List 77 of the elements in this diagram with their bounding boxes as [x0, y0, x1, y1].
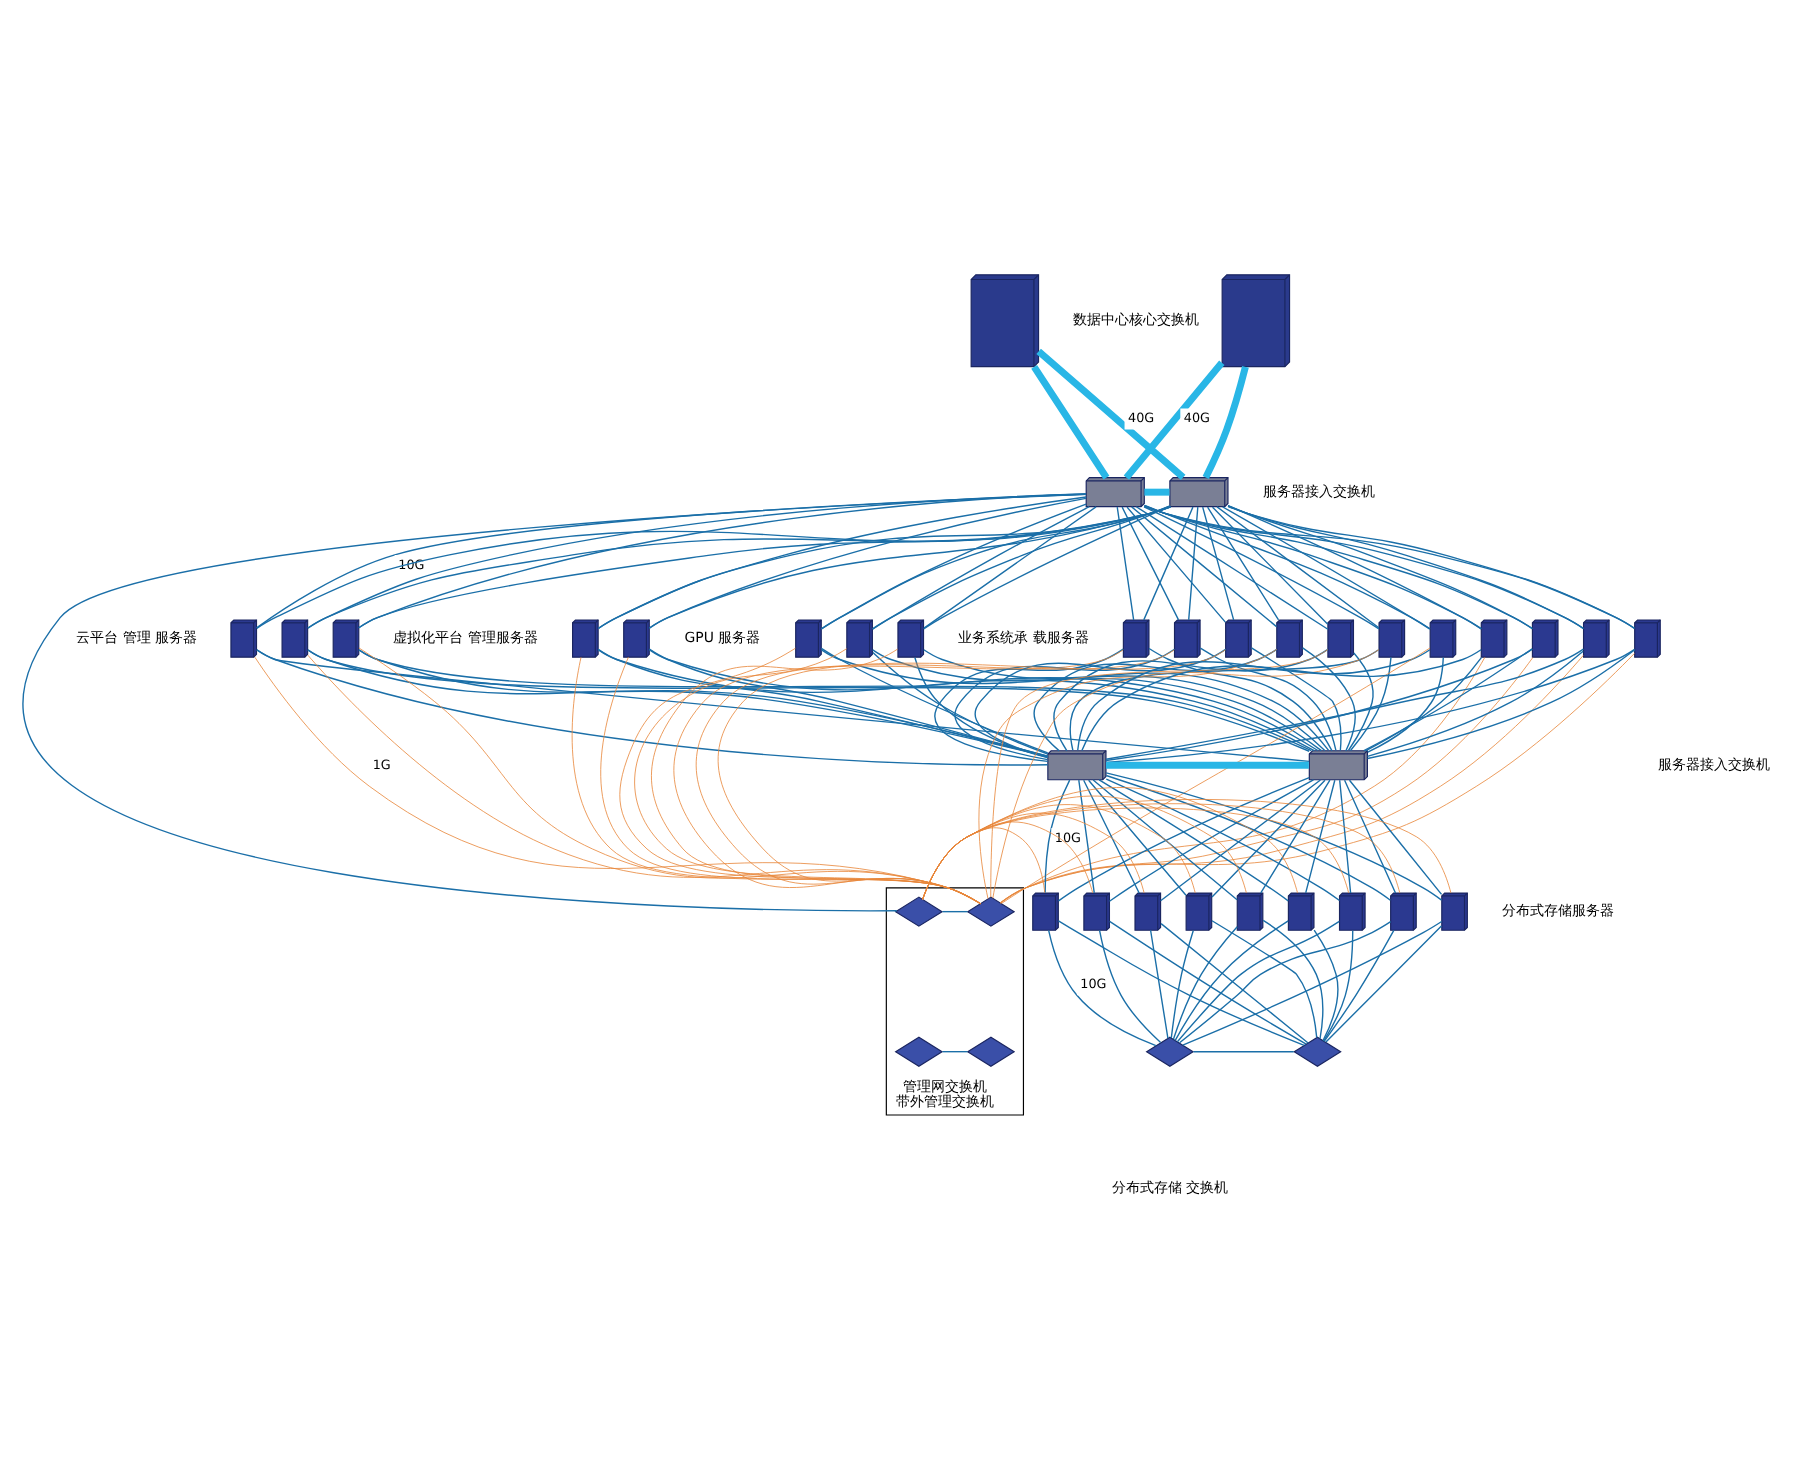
connector	[940, 909, 968, 912]
connector	[1107, 919, 1306, 1044]
connector	[1312, 928, 1338, 1041]
connector	[1175, 919, 1339, 1042]
connector	[1364, 655, 1482, 751]
connector	[1210, 919, 1317, 1038]
connector	[871, 505, 1089, 629]
node-picture	[893, 895, 943, 926]
connector	[1158, 778, 1321, 901]
connector	[819, 646, 1048, 753]
connector	[1177, 920, 1391, 1043]
connector	[1171, 924, 1237, 1039]
connector	[1342, 778, 1396, 893]
connector	[933, 647, 1123, 762]
connector	[871, 650, 1048, 754]
connector	[1249, 646, 1341, 751]
connector	[1091, 778, 1237, 900]
connector	[1068, 647, 1379, 750]
connector	[1046, 928, 1156, 1046]
connector	[1259, 778, 1330, 893]
connector	[1346, 651, 1373, 750]
connector	[1043, 778, 1070, 893]
connector	[1187, 505, 1198, 620]
connector	[1105, 760, 1308, 768]
connector	[1205, 505, 1279, 620]
connector	[1056, 775, 1309, 901]
connector	[1082, 778, 1139, 893]
connector	[1201, 505, 1234, 620]
connector	[1215, 505, 1379, 628]
connector	[1159, 921, 1308, 1043]
connector	[1366, 655, 1443, 752]
connector	[1338, 778, 1351, 893]
connector	[1362, 647, 1532, 751]
connector	[1181, 919, 1442, 1045]
connector	[1221, 505, 1430, 629]
connector	[1115, 505, 1134, 620]
connector	[1198, 646, 1336, 751]
connector	[1056, 919, 1304, 1046]
connector	[1142, 505, 1193, 620]
connector	[1134, 505, 1328, 629]
node-picture	[965, 1035, 1015, 1066]
connector	[977, 647, 1277, 898]
connector	[1322, 928, 1353, 1041]
connector	[1322, 928, 1394, 1041]
connector	[1169, 928, 1193, 1038]
connector	[1324, 924, 1442, 1042]
connector	[940, 1050, 968, 1052]
connector	[973, 647, 1226, 758]
node-picture	[893, 1035, 943, 1066]
node-picture	[1292, 1035, 1341, 1066]
connector	[1030, 363, 1109, 479]
connector	[922, 505, 1096, 628]
connector	[1191, 1050, 1294, 1052]
connector	[921, 504, 1170, 629]
connector	[1300, 646, 1355, 751]
connector	[1120, 505, 1179, 620]
node-picture	[965, 895, 1015, 926]
connector	[1077, 778, 1094, 893]
connector	[1147, 646, 1332, 751]
connector	[1348, 655, 1391, 751]
connector	[1052, 647, 1328, 751]
connector	[1143, 487, 1169, 495]
connector	[1173, 919, 1288, 1041]
connector	[1261, 918, 1323, 1039]
connector	[1086, 778, 1186, 895]
connector	[1097, 778, 1288, 901]
connector	[1365, 648, 1635, 759]
connector	[953, 647, 1175, 760]
connector	[1304, 778, 1335, 893]
connector	[1201, 365, 1248, 479]
connector	[1097, 928, 1161, 1043]
connector	[1365, 649, 1583, 757]
connector	[1148, 928, 1168, 1038]
connector	[1210, 505, 1328, 624]
node-picture	[1144, 1035, 1194, 1066]
connector	[913, 656, 1048, 758]
connector	[1347, 778, 1442, 894]
